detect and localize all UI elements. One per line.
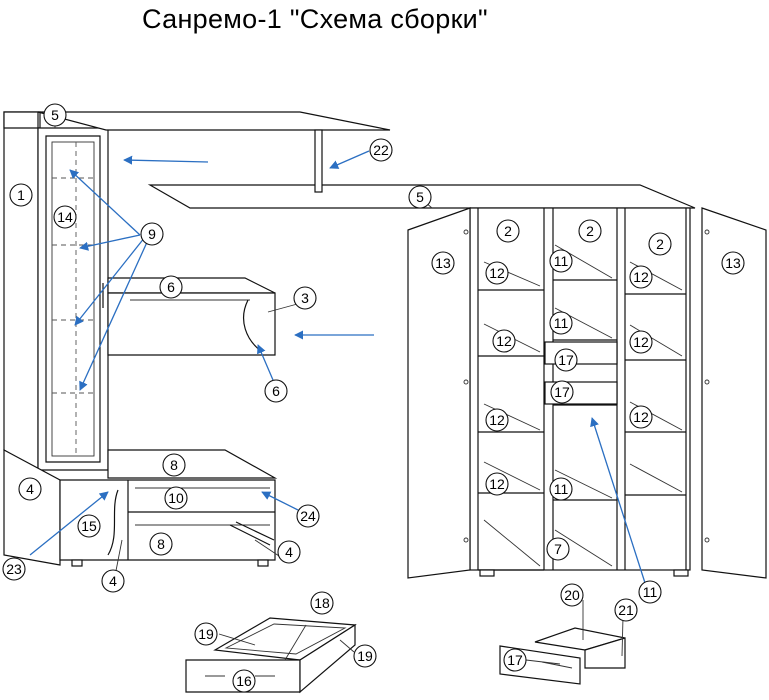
tv-stand <box>3 448 278 567</box>
svg-text:2: 2 <box>504 223 512 239</box>
callout-11-d: 11 <box>638 580 662 604</box>
svg-text:14: 14 <box>57 209 73 225</box>
callout-4-left: 4 <box>18 477 42 501</box>
svg-text:11: 11 <box>554 253 569 269</box>
svg-text:22: 22 <box>373 142 389 158</box>
svg-text:8: 8 <box>170 457 178 473</box>
svg-text:4: 4 <box>109 573 117 589</box>
callout-4-right: 4 <box>277 540 301 564</box>
diagram-title: Санремо-1 "Схема сборки" <box>142 4 488 34</box>
callout-15: 15 <box>77 514 101 538</box>
callout-13-right: 13 <box>721 251 745 275</box>
callout-12-a: 12 <box>485 261 509 285</box>
callout-4-bottom: 4 <box>101 569 125 593</box>
callout-8-top: 8 <box>162 453 186 477</box>
callout-19-left: 19 <box>194 622 218 646</box>
svg-text:12: 12 <box>489 476 505 492</box>
callout-23: 23 <box>2 557 26 581</box>
callout-17-a: 17 <box>554 348 578 372</box>
callout-1: 1 <box>9 183 33 207</box>
callout-5-shelf: 5 <box>408 185 432 209</box>
svg-text:12: 12 <box>633 334 649 350</box>
hanging-box <box>102 277 276 356</box>
callout-3: 3 <box>293 286 317 310</box>
callout-12-b: 12 <box>629 265 653 289</box>
callout-9: 9 <box>140 222 164 246</box>
callout-7: 7 <box>546 537 570 561</box>
callout-8-bottom: 8 <box>149 532 173 556</box>
callout-6-box-top: 6 <box>159 275 183 299</box>
callout-24: 24 <box>296 504 320 528</box>
callout-19-right: 19 <box>353 644 377 668</box>
callout-17-drawer: 17 <box>503 648 527 672</box>
wardrobe <box>407 207 767 579</box>
svg-text:12: 12 <box>633 269 649 285</box>
callout-18: 18 <box>310 591 334 615</box>
svg-text:19: 19 <box>357 648 373 664</box>
svg-text:18: 18 <box>314 595 330 611</box>
callout-11-a: 11 <box>549 249 573 273</box>
svg-text:4: 4 <box>26 481 34 497</box>
svg-text:5: 5 <box>51 107 59 123</box>
svg-text:11: 11 <box>554 315 569 331</box>
svg-text:12: 12 <box>489 265 505 281</box>
svg-text:9: 9 <box>148 226 156 242</box>
svg-text:12: 12 <box>496 333 512 349</box>
svg-text:21: 21 <box>618 602 634 618</box>
callout-5-top: 5 <box>43 103 67 127</box>
svg-text:3: 3 <box>301 290 309 306</box>
svg-text:17: 17 <box>558 352 574 368</box>
svg-text:23: 23 <box>6 561 22 577</box>
svg-text:11: 11 <box>554 481 569 497</box>
svg-text:11: 11 <box>643 584 658 600</box>
assembly-arrows <box>29 150 647 587</box>
callout-2-left: 2 <box>496 219 520 243</box>
left-tower <box>3 111 696 472</box>
svg-text:15: 15 <box>81 518 97 534</box>
callout-12-g: 12 <box>485 472 509 496</box>
svg-text:6: 6 <box>272 383 280 399</box>
svg-text:1: 1 <box>17 187 25 203</box>
callout-2-middle: 2 <box>578 219 602 243</box>
svg-text:20: 20 <box>564 587 580 603</box>
svg-text:19: 19 <box>198 626 214 642</box>
callout-17-b: 17 <box>550 380 574 404</box>
svg-text:4: 4 <box>285 544 293 560</box>
svg-text:17: 17 <box>554 384 570 400</box>
callout-14: 14 <box>53 205 77 229</box>
svg-text:2: 2 <box>656 236 664 252</box>
callout-11-c: 11 <box>549 477 573 501</box>
svg-text:17: 17 <box>507 652 523 668</box>
svg-text:12: 12 <box>633 409 649 425</box>
svg-text:7: 7 <box>554 541 562 557</box>
callout-12-e: 12 <box>485 408 509 432</box>
svg-text:13: 13 <box>435 255 451 271</box>
svg-text:10: 10 <box>168 490 184 506</box>
callout-11-b: 11 <box>549 311 573 335</box>
callout-21: 21 <box>614 598 638 622</box>
callout-12-d: 12 <box>629 330 653 354</box>
svg-text:13: 13 <box>725 255 741 271</box>
callout-12-f: 12 <box>629 405 653 429</box>
callout-10: 10 <box>164 486 188 510</box>
svg-text:24: 24 <box>300 508 316 524</box>
callout-12-c: 12 <box>492 329 516 353</box>
svg-text:6: 6 <box>167 279 175 295</box>
svg-text:2: 2 <box>586 223 594 239</box>
callout-2-right: 2 <box>648 232 672 256</box>
svg-text:12: 12 <box>489 412 505 428</box>
callout-20: 20 <box>560 583 584 607</box>
svg-text:8: 8 <box>157 536 165 552</box>
callout-22: 22 <box>369 138 393 162</box>
svg-text:5: 5 <box>416 189 424 205</box>
callout-13-left: 13 <box>431 251 455 275</box>
callout-16: 16 <box>232 669 256 693</box>
svg-text:16: 16 <box>236 673 252 689</box>
callout-6-box-side: 6 <box>264 379 288 403</box>
